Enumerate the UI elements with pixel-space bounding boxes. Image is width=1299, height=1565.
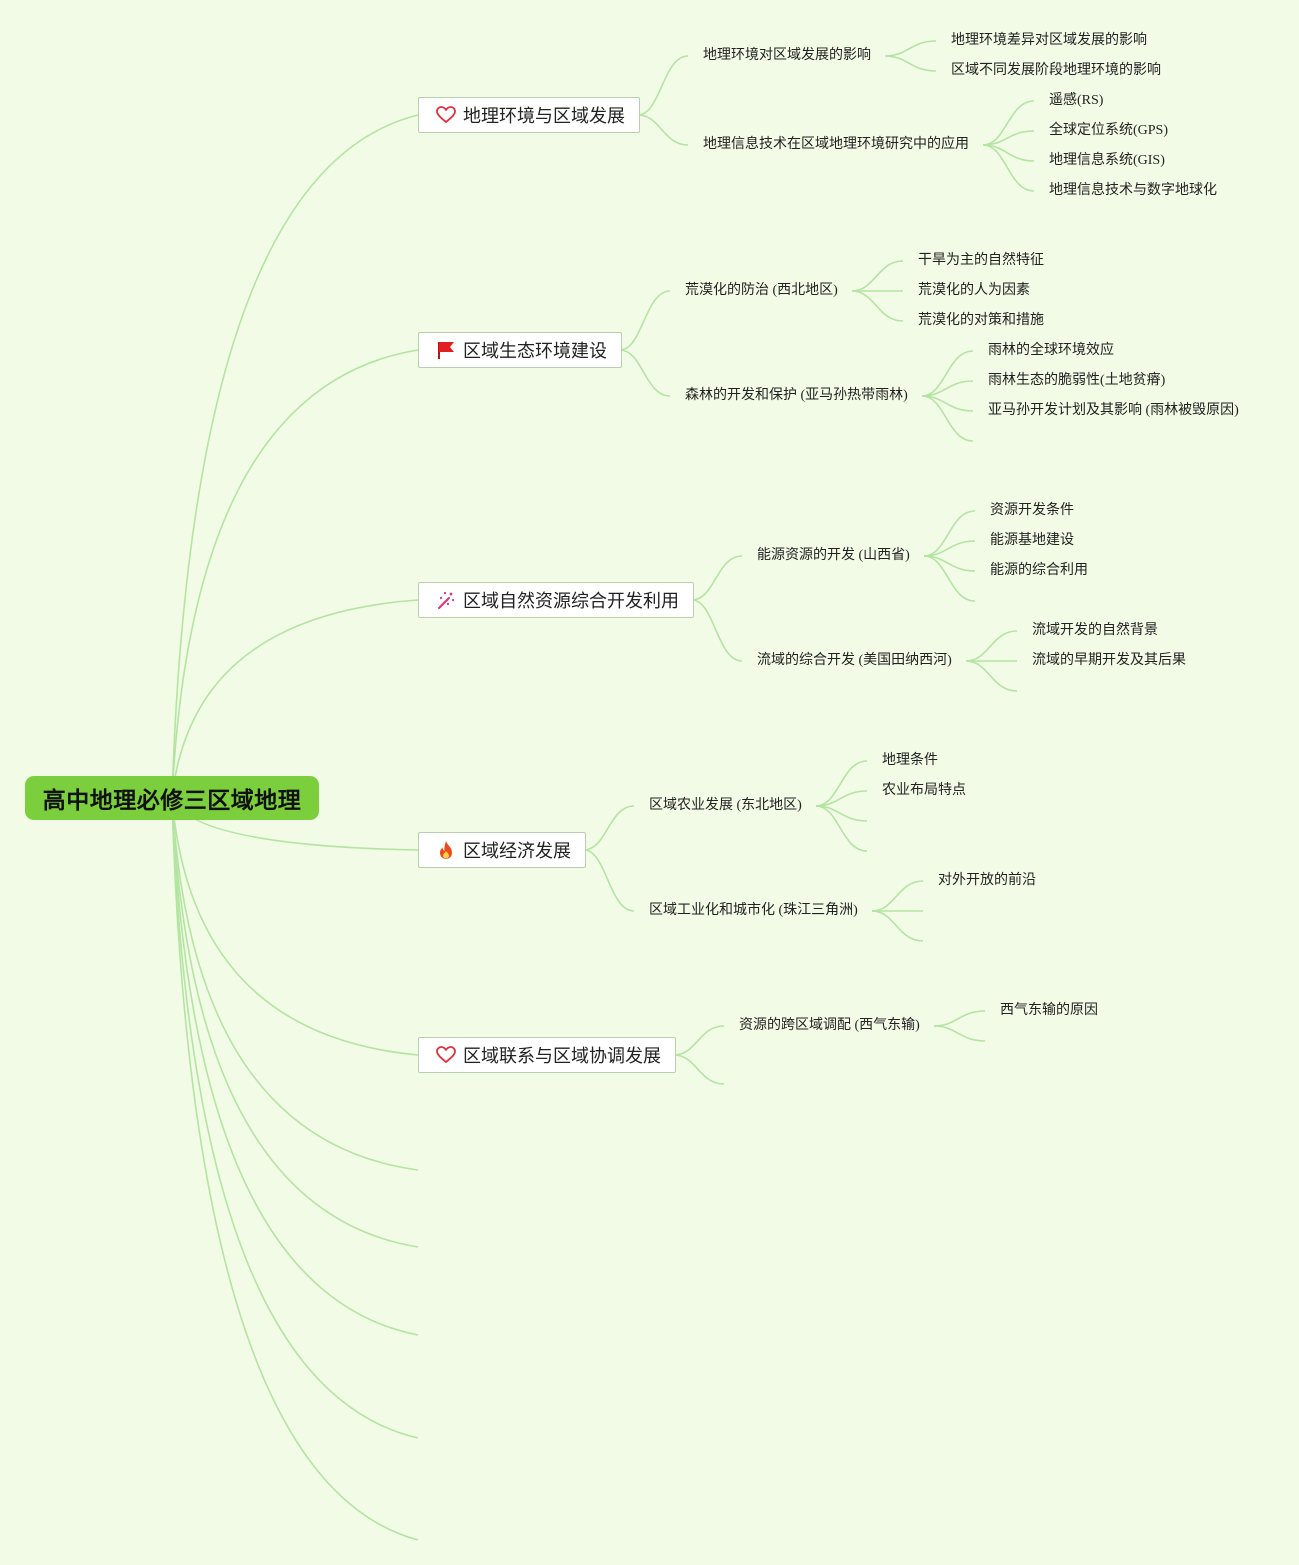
connector-line [171, 797, 419, 1541]
connector-line [171, 797, 419, 1171]
connector-line [815, 760, 868, 807]
connector-line [619, 290, 671, 351]
connector-line [815, 805, 868, 852]
subtopic-node[interactable]: 荒漠化的对策和措施 [918, 313, 1044, 328]
connector-line [933, 1010, 986, 1027]
connector-line [965, 630, 1018, 662]
connector-line [583, 805, 635, 851]
branch-node-geo-environment[interactable]: 地理环境与区域发展 [418, 97, 640, 133]
fire-icon [435, 839, 457, 861]
connector-line [691, 599, 743, 662]
branch-node-coordination[interactable]: 区域联系与区域协调发展 [418, 1037, 676, 1073]
topic-node[interactable]: 流域的综合开发 (美国田纳西河) [757, 653, 952, 668]
subtopic-node[interactable]: 雨林的全球环境效应 [988, 343, 1114, 358]
subtopic-node[interactable]: 荒漠化的人为因素 [918, 283, 1030, 298]
magic-wand-icon [435, 589, 457, 611]
connector-line [982, 144, 1035, 192]
topic-node[interactable]: 区域工业化和城市化 (珠江三角洲) [649, 903, 858, 918]
subtopic-node[interactable]: 资源开发条件 [990, 503, 1074, 518]
branch-label: 区域经济发展 [463, 841, 571, 862]
connector-line [171, 599, 419, 799]
connector-line [171, 797, 419, 1056]
branch-node-economy[interactable]: 区域经济发展 [418, 832, 586, 868]
connector-line [171, 114, 419, 799]
subtopic-node[interactable]: 干旱为主的自然特征 [918, 253, 1044, 268]
branch-label: 区域生态环境建设 [463, 341, 607, 362]
topic-node[interactable]: 森林的开发和保护 (亚马孙热带雨林) [685, 388, 908, 403]
root-node[interactable]: 高中地理必修三区域地理 [25, 776, 319, 820]
topic-node[interactable]: 地理环境对区域发展的影响 [703, 48, 871, 63]
connector-line [923, 555, 976, 602]
connector-line [691, 555, 743, 601]
subtopic-node[interactable]: 西气东输的原因 [1000, 1003, 1098, 1018]
subtopic-node[interactable]: 农业布局特点 [882, 783, 966, 798]
subtopic-node[interactable]: 地理条件 [882, 753, 938, 768]
branch-label: 区域自然资源综合开发利用 [463, 591, 679, 612]
connector-line [851, 290, 904, 322]
connector-line [171, 797, 419, 1336]
subtopic-node[interactable]: 地理环境差异对区域发展的影响 [951, 33, 1147, 48]
topic-node[interactable]: 资源的跨区域调配 (西气东输) [739, 1018, 920, 1033]
root-node-label: 高中地理必修三区域地理 [42, 788, 302, 814]
subtopic-node[interactable]: 区域不同发展阶段地理环境的影响 [951, 63, 1161, 78]
connector-line [921, 350, 974, 397]
subtopic-node[interactable]: 地理信息技术与数字地球化 [1049, 183, 1217, 198]
connector-line [171, 797, 419, 1439]
connector-line [965, 660, 1018, 692]
heart-outline-icon [435, 104, 457, 126]
subtopic-node[interactable]: 雨林生态的脆弱性(土地贫瘠) [988, 373, 1166, 388]
connector-line [982, 100, 1035, 146]
heart-outline-icon [435, 1044, 457, 1066]
connector-line [933, 1025, 986, 1042]
connector-line [921, 395, 974, 442]
connector-line [871, 880, 924, 912]
connector-line [583, 849, 635, 912]
subtopic-node[interactable]: 能源的综合利用 [990, 563, 1088, 578]
connector-line [884, 55, 937, 72]
connector-line [171, 349, 419, 799]
subtopic-node[interactable]: 流域的早期开发及其后果 [1032, 653, 1186, 668]
connector-line [619, 349, 671, 397]
subtopic-node[interactable]: 亚马孙开发计划及其影响 (雨林被毁原因) [988, 403, 1239, 418]
branch-label: 地理环境与区域发展 [463, 106, 625, 127]
connector-line [851, 260, 904, 292]
connector-line [637, 55, 689, 116]
red-flag-icon [435, 339, 457, 361]
branch-label: 区域联系与区域协调发展 [463, 1046, 661, 1067]
branch-node-ecology[interactable]: 区域生态环境建设 [418, 332, 622, 368]
connector-line [871, 910, 924, 942]
topic-node[interactable]: 地理信息技术在区域地理环境研究中的应用 [703, 137, 969, 152]
connector-line [673, 1025, 725, 1056]
subtopic-node[interactable]: 全球定位系统(GPS) [1049, 123, 1169, 138]
subtopic-node[interactable]: 地理信息系统(GIS) [1049, 153, 1165, 168]
topic-node[interactable]: 荒漠化的防治 (西北地区) [685, 283, 838, 298]
subtopic-node[interactable]: 能源基地建设 [990, 533, 1074, 548]
connector-line [171, 797, 419, 1248]
topic-node[interactable]: 区域农业发展 (东北地区) [649, 798, 802, 813]
branch-node-resources[interactable]: 区域自然资源综合开发利用 [418, 582, 694, 618]
connector-line [884, 40, 937, 57]
topic-node[interactable]: 能源资源的开发 (山西省) [757, 548, 910, 563]
connector-line [673, 1054, 725, 1085]
subtopic-node[interactable]: 遥感(RS) [1049, 93, 1104, 108]
subtopic-node[interactable]: 流域开发的自然背景 [1032, 623, 1158, 638]
connector-line [923, 510, 976, 557]
connector-line [637, 114, 689, 146]
subtopic-node[interactable]: 对外开放的前沿 [938, 873, 1036, 888]
